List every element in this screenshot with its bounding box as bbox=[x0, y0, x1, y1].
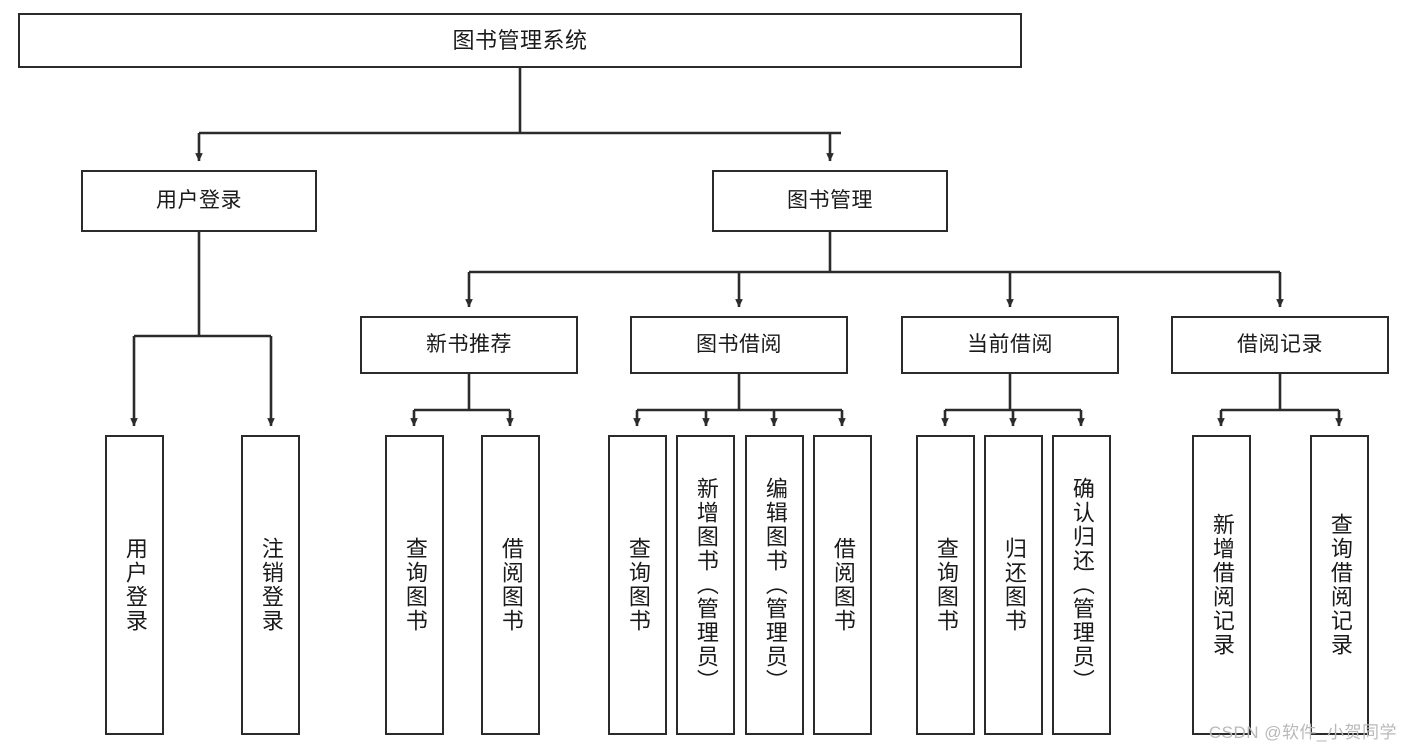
node-leaf-query-book-3[interactable]: 查询图书 bbox=[916, 435, 975, 735]
node-leaf-confirm-return-label: 确认归还（管理员） bbox=[1069, 477, 1095, 693]
node-leaf-query-book-3-label: 查询图书 bbox=[933, 537, 959, 633]
node-leaf-edit-book-label: 编辑图书（管理员） bbox=[762, 477, 788, 693]
node-leaf-return-book-label: 归还图书 bbox=[1001, 537, 1027, 633]
node-leaf-confirm-return[interactable]: 确认归还（管理员） bbox=[1052, 435, 1111, 735]
node-user-login-label: 用户登录 bbox=[156, 188, 242, 212]
node-leaf-return-book[interactable]: 归还图书 bbox=[984, 435, 1043, 735]
node-leaf-user-login-label: 用户登录 bbox=[122, 537, 148, 633]
node-leaf-edit-book[interactable]: 编辑图书（管理员） bbox=[745, 435, 804, 735]
node-leaf-add-book[interactable]: 新增图书（管理员） bbox=[676, 435, 735, 735]
node-leaf-query-record[interactable]: 查询借阅记录 bbox=[1310, 435, 1369, 735]
node-leaf-query-book-1-label: 查询图书 bbox=[402, 537, 428, 633]
node-leaf-add-record[interactable]: 新增借阅记录 bbox=[1192, 435, 1251, 735]
csdn-watermark: CSDN @软件_小贺同学 bbox=[1208, 723, 1397, 742]
node-borrow-record[interactable]: 借阅记录 bbox=[1171, 316, 1389, 374]
node-leaf-borrow-book-1-label: 借阅图书 bbox=[498, 537, 524, 633]
node-leaf-logout[interactable]: 注销登录 bbox=[241, 435, 300, 735]
node-leaf-user-login[interactable]: 用户登录 bbox=[105, 435, 164, 735]
node-leaf-borrow-book-2-label: 借阅图书 bbox=[830, 537, 856, 633]
node-leaf-query-book-2[interactable]: 查询图书 bbox=[608, 435, 667, 735]
node-leaf-add-record-label: 新增借阅记录 bbox=[1209, 513, 1235, 657]
node-leaf-query-book-1[interactable]: 查询图书 bbox=[385, 435, 444, 735]
node-book-borrow-label: 图书借阅 bbox=[696, 332, 782, 356]
node-book-manage[interactable]: 图书管理 bbox=[712, 170, 948, 232]
node-leaf-add-book-label: 新增图书（管理员） bbox=[693, 477, 719, 693]
node-current-borrow[interactable]: 当前借阅 bbox=[901, 316, 1119, 374]
node-book-manage-label: 图书管理 bbox=[787, 188, 873, 212]
node-current-borrow-label: 当前借阅 bbox=[967, 332, 1053, 356]
node-borrow-record-label: 借阅记录 bbox=[1237, 332, 1323, 356]
node-leaf-logout-label: 注销登录 bbox=[258, 537, 284, 633]
node-new-book-recommend-label: 新书推荐 bbox=[426, 332, 512, 356]
node-book-borrow[interactable]: 图书借阅 bbox=[630, 316, 848, 374]
node-root-book-management-system[interactable]: 图书管理系统 bbox=[18, 13, 1022, 68]
node-leaf-borrow-book-1[interactable]: 借阅图书 bbox=[481, 435, 540, 735]
node-leaf-query-book-2-label: 查询图书 bbox=[625, 537, 651, 633]
node-user-login[interactable]: 用户登录 bbox=[81, 170, 317, 232]
node-new-book-recommend[interactable]: 新书推荐 bbox=[360, 316, 578, 374]
node-leaf-query-record-label: 查询借阅记录 bbox=[1327, 513, 1353, 657]
node-root-label: 图书管理系统 bbox=[452, 27, 588, 53]
node-leaf-borrow-book-2[interactable]: 借阅图书 bbox=[813, 435, 872, 735]
